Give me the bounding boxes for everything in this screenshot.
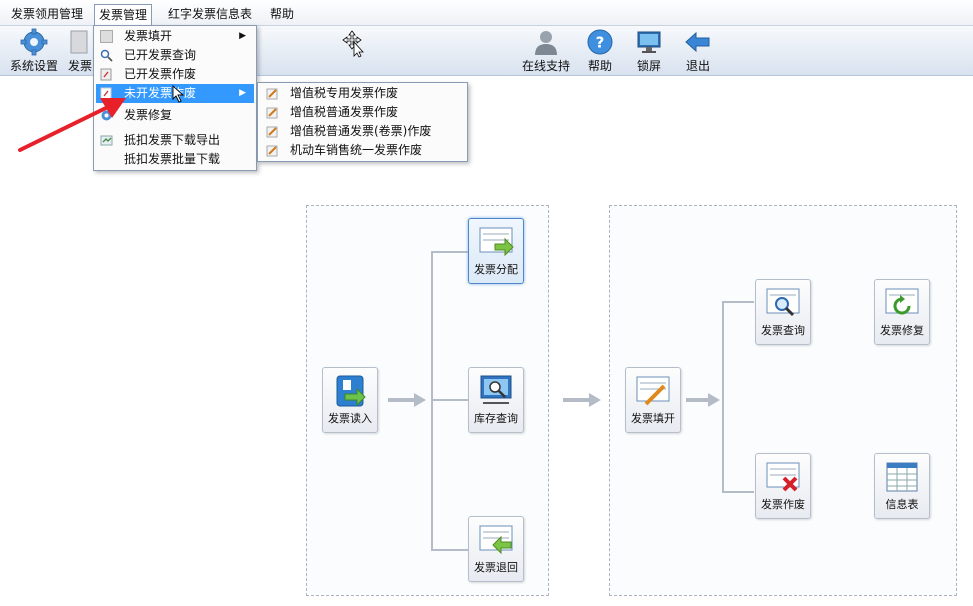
help-label: 帮助 <box>587 59 612 73</box>
menu-item-issued-void[interactable]: 已开发票作废 <box>96 65 254 84</box>
flow-connector <box>722 491 754 493</box>
pen-edit-icon <box>266 126 278 138</box>
flow-connector <box>722 301 754 303</box>
online-support-button[interactable]: 在线支持 <box>518 28 574 74</box>
node-invoice-fill[interactable]: 发票填开 <box>625 367 681 433</box>
online-support-label: 在线支持 <box>521 59 570 73</box>
flow-connector <box>431 251 433 551</box>
gear-icon <box>20 28 48 56</box>
node-invoice-read[interactable]: 发票读入 <box>322 367 378 433</box>
magnifier-icon <box>100 49 113 62</box>
usb-import-icon <box>336 375 366 407</box>
node-stock-query-label: 库存查询 <box>474 412 518 425</box>
menu-invoice-management[interactable]: 发票管理 <box>94 4 153 26</box>
node-invoice-query[interactable]: 发票查询 <box>755 279 811 345</box>
pen-edit-icon <box>266 145 278 157</box>
submenu-vat-general-void[interactable]: 增值税普通发票作废 <box>260 103 465 122</box>
submenu-vat-roll-void[interactable]: 增值税普通发票(卷票)作废 <box>260 122 465 141</box>
help-icon: ? <box>587 29 613 55</box>
monitor-lock-icon <box>637 31 661 53</box>
node-invoice-read-label: 发票读入 <box>328 412 372 425</box>
flow-connector <box>431 399 469 401</box>
help-button[interactable]: ? 帮助 <box>582 28 618 74</box>
invoice-toolbar-button[interactable]: 发票 <box>64 28 94 74</box>
table-icon <box>886 462 918 492</box>
svg-text:?: ? <box>596 34 605 52</box>
exit-label: 退出 <box>685 59 710 73</box>
pen-edit-icon <box>266 88 278 100</box>
menu-red-invoice-info[interactable]: 红字发票信息表 <box>168 7 253 21</box>
invoice-toolbar-label: 发票 <box>68 59 93 73</box>
menu-item-invoice-fill-label: 发票填开 <box>124 29 173 43</box>
menu-item-deduction-batch-download-label: 抵扣发票批量下载 <box>124 152 221 166</box>
node-info-table[interactable]: 信息表 <box>874 453 930 519</box>
download-export-icon <box>100 135 113 146</box>
submenu-vat-general-void-label: 增值税普通发票作废 <box>290 105 399 119</box>
node-invoice-query-label: 发票查询 <box>761 324 805 337</box>
node-invoice-return-label: 发票退回 <box>474 561 518 574</box>
monitor-search-icon <box>480 375 512 404</box>
node-invoice-void[interactable]: 发票作废 <box>755 453 811 519</box>
node-stock-query[interactable]: 库存查询 <box>468 367 524 433</box>
node-invoice-void-label: 发票作废 <box>761 498 805 511</box>
menu-item-invoice-repair-label: 发票修复 <box>124 108 173 122</box>
system-settings-label: 系统设置 <box>9 59 58 73</box>
flow-arrow-icon <box>563 393 601 407</box>
menu-item-deduction-batch-download[interactable]: 抵扣发票批量下载 <box>96 150 254 169</box>
node-invoice-distribute-label: 发票分配 <box>474 263 518 276</box>
invoice-search-icon <box>766 288 800 317</box>
flow-connector <box>431 251 469 253</box>
menu-bar: 发票领用管理 发票管理 红字发票信息表 帮助 <box>0 0 973 26</box>
invoice-void-icon <box>766 462 800 492</box>
move-cursor-icon <box>342 30 364 58</box>
invoice-distribute-icon <box>479 227 514 257</box>
menu-help[interactable]: 帮助 <box>270 7 295 21</box>
flow-arrow-icon <box>686 393 720 407</box>
invoice-fill-icon <box>100 30 113 43</box>
red-annotation-arrow <box>18 98 126 152</box>
flow-connector <box>722 301 724 493</box>
system-settings-button[interactable]: 系统设置 <box>4 28 64 74</box>
node-invoice-repair[interactable]: 发票修复 <box>874 279 930 345</box>
void-icon <box>100 68 112 81</box>
exit-button[interactable]: 退出 <box>680 28 716 74</box>
exit-arrow-icon <box>685 31 710 53</box>
node-invoice-fill-label: 发票填开 <box>631 412 675 425</box>
submenu-motor-vehicle-void[interactable]: 机动车销售统一发票作废 <box>260 141 465 160</box>
menu-item-deduction-export[interactable]: 抵扣发票下载导出 <box>96 131 254 150</box>
mouse-pointer-icon <box>172 85 185 103</box>
flow-connector <box>431 549 469 551</box>
submenu-arrow-icon: ▶ <box>239 88 246 98</box>
submenu-arrow-icon: ▶ <box>239 31 246 41</box>
node-invoice-distribute[interactable]: 发票分配 <box>468 218 524 284</box>
unissued-void-submenu: 增值税专用发票作废 增值税普通发票作废 增值税普通发票(卷票)作废 机动车销售统… <box>257 82 468 162</box>
invoice-return-icon <box>479 525 513 555</box>
lock-screen-button[interactable]: 锁屏 <box>631 28 667 74</box>
submenu-vat-roll-void-label: 增值税普通发票(卷票)作废 <box>290 124 432 138</box>
user-support-icon <box>535 31 557 55</box>
pen-edit-icon <box>266 107 278 119</box>
invoice-fill-icon <box>636 376 670 406</box>
flow-arrow-icon <box>388 393 426 407</box>
invoice-repair-icon <box>885 288 919 315</box>
submenu-vat-special-void[interactable]: 增值税专用发票作废 <box>260 84 465 103</box>
node-invoice-return[interactable]: 发票退回 <box>468 516 524 582</box>
menu-item-issued-void-label: 已开发票作废 <box>124 67 197 81</box>
menu-item-deduction-export-label: 抵扣发票下载导出 <box>124 133 221 147</box>
submenu-motor-vehicle-void-label: 机动车销售统一发票作废 <box>290 143 423 157</box>
node-invoice-repair-label: 发票修复 <box>880 324 924 337</box>
invoice-icon <box>70 30 88 54</box>
node-info-table-label: 信息表 <box>885 498 919 511</box>
menu-invoice-requisition[interactable]: 发票领用管理 <box>11 7 84 21</box>
lock-screen-label: 锁屏 <box>636 59 661 73</box>
menu-item-issued-query[interactable]: 已开发票查询 <box>96 46 254 65</box>
menu-item-invoice-fill[interactable]: 发票填开 ▶ <box>96 27 254 46</box>
submenu-vat-special-void-label: 增值税专用发票作废 <box>290 86 399 100</box>
menu-item-issued-query-label: 已开发票查询 <box>124 48 197 62</box>
